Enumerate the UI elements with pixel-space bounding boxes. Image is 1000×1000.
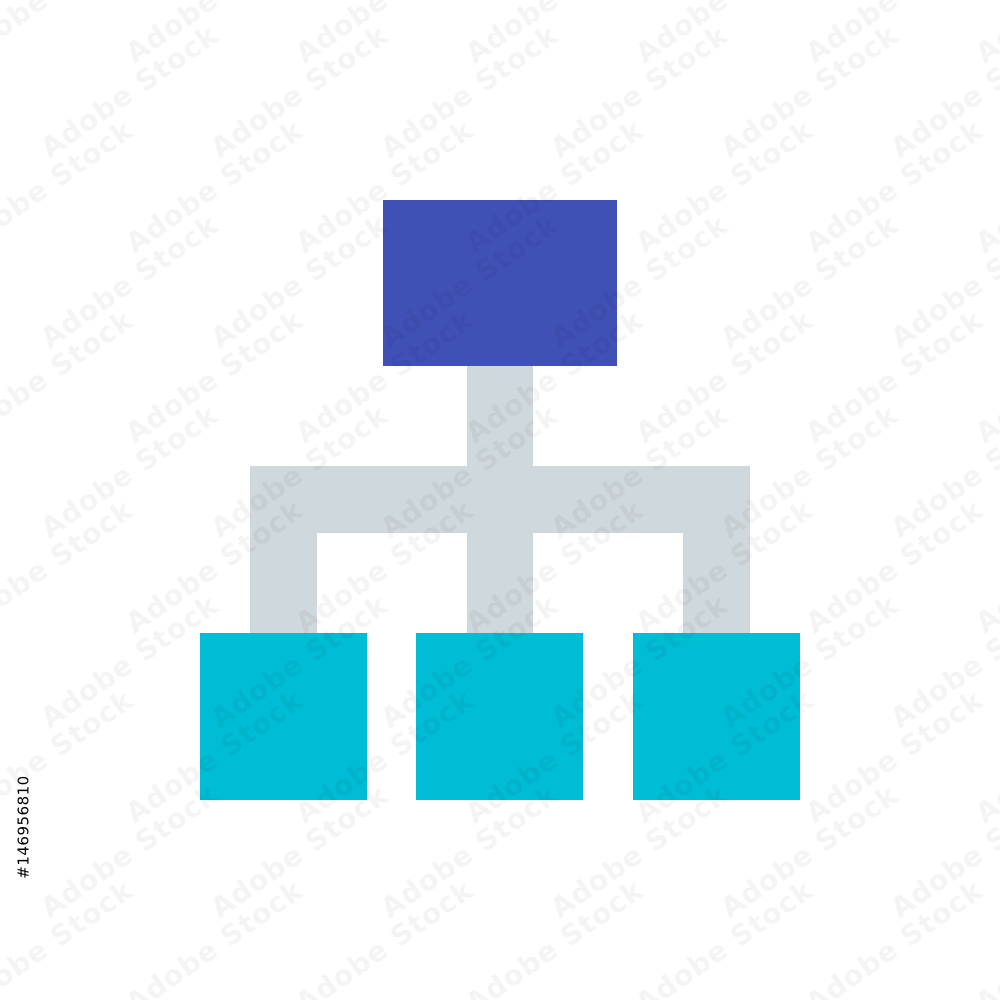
connector-horizontal-bar bbox=[250, 466, 750, 533]
child-node-right bbox=[633, 633, 800, 800]
root-node bbox=[383, 200, 617, 366]
child-node-left bbox=[200, 633, 367, 800]
connector-right-drop bbox=[683, 530, 750, 635]
connector-left-drop bbox=[250, 530, 317, 635]
connector-lines bbox=[250, 366, 750, 635]
stock-id-text: #146956810 bbox=[15, 775, 33, 879]
connector-middle-drop bbox=[467, 530, 533, 635]
connector-root-stem bbox=[467, 366, 533, 468]
child-node-middle bbox=[416, 633, 583, 800]
stock-id-label: #146956810 bbox=[10, 752, 38, 902]
